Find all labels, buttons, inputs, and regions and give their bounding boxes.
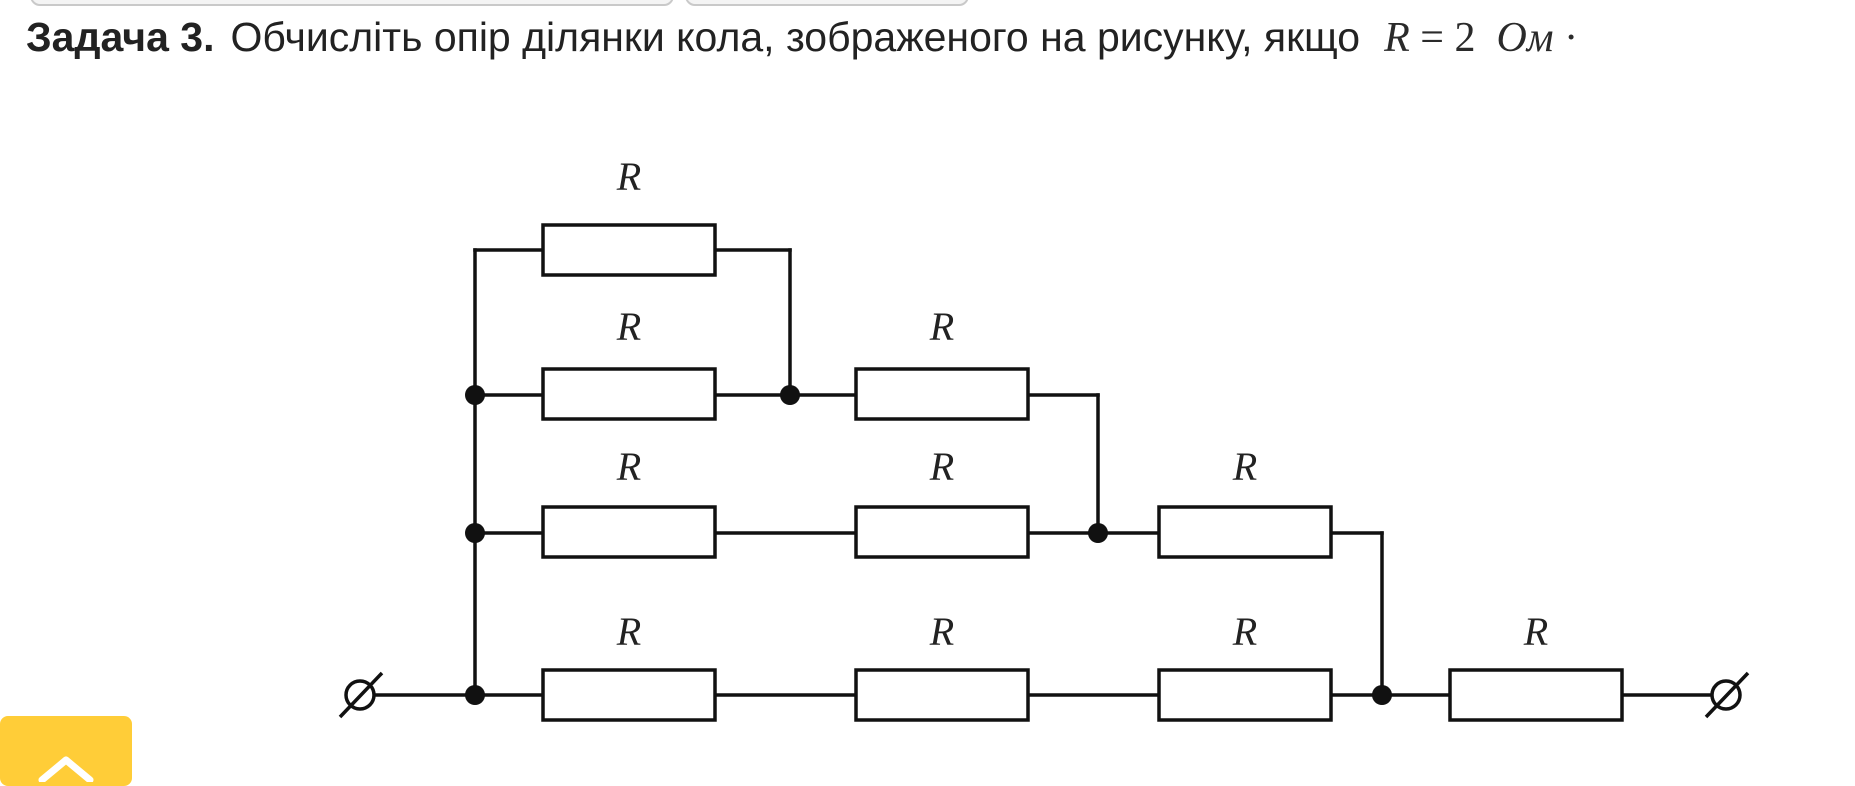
resistor-labels: R R R R R R R R R R [616,154,1548,654]
resistor-label: R [929,304,954,349]
resistor-label: R [616,444,641,489]
node-row2-merge [780,385,800,405]
terminal-slash-line [338,671,384,719]
terminal-left [338,671,384,719]
node-left-row4 [465,685,485,705]
resistor-label: R [616,154,641,199]
node-row3-merge [1088,523,1108,543]
formula-value: 2 [1454,15,1476,61]
node-row4-merge [1372,685,1392,705]
resistor-label: R [616,304,641,349]
problem-text: Обчисліть опір ділянки кола, зображеного… [230,14,1361,60]
resistor-1 [541,223,717,277]
formula-unit: Ом [1496,15,1554,61]
resistance-formula: R = 2 Ом · [1384,15,1578,61]
resistor-label: R [929,444,954,489]
resistor-label: R [616,609,641,654]
resistor-9 [1157,668,1333,722]
resistor-label: R [929,609,954,654]
circuit-wires [358,248,1728,697]
formula-dot: · [1564,15,1579,61]
chevron-up-icon [38,756,94,782]
resistor-7 [541,668,717,722]
node-left-row2 [465,385,485,405]
terminal-slash-line [1704,671,1750,719]
formula-equals: = [1420,15,1444,61]
junction-nodes [465,385,1392,705]
resistor-2 [541,367,717,421]
scroll-up-button[interactable] [0,716,132,786]
terminal-right [1704,671,1750,719]
problem-statement: Задача 3. Обчисліть опір ділянки кола, зо… [26,12,1826,63]
resistor-6 [1157,505,1333,559]
resistor-10 [1448,668,1624,722]
resistor-label: R [1232,609,1257,654]
resistor-3 [854,367,1030,421]
resistor-5 [854,505,1030,559]
node-left-row3 [465,523,485,543]
resistors [541,223,1624,722]
formula-variable: R [1384,15,1410,61]
resistor-label: R [1232,444,1257,489]
resistor-8 [854,668,1030,722]
problem-label: Задача 3. [26,14,215,60]
resistor-4 [541,505,717,559]
resistor-label: R [1523,609,1548,654]
